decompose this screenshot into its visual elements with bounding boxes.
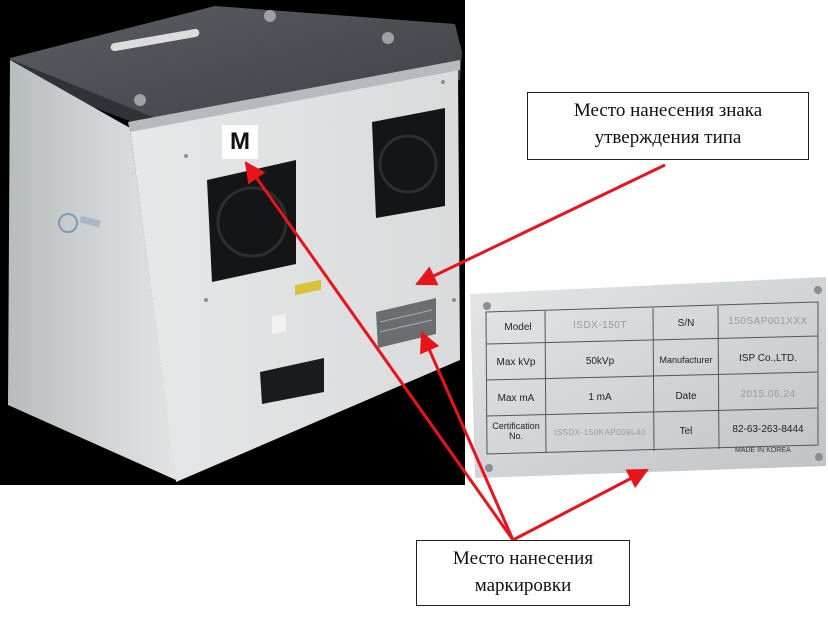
marker-label-m: M [222, 125, 258, 159]
plate-value-certification: ISSDX-150KAP009L40 [554, 428, 646, 437]
callout-marking-location: Место нанесения маркировки [416, 540, 630, 606]
nameplate-photo [470, 277, 826, 478]
fan-grille-right [372, 108, 445, 218]
callout-approval-line-1: Место нанесения знака [573, 100, 763, 121]
plate-label-certification: Certification No. [492, 421, 540, 441]
plate-value-max-kvp: 50kVp [585, 356, 615, 367]
marking-arrows [244, 161, 649, 542]
plate-value-date: 2015.06.24 [740, 389, 796, 400]
plate-label-max-ma: Max mA [497, 393, 535, 404]
approval-arrow [415, 163, 666, 286]
plate-label-sn: S/N [677, 318, 695, 329]
plate-label-tel: Tel [679, 426, 693, 437]
plate-label-model: Model [504, 322, 532, 333]
plate-footer-made-in: MADE IN KOREA [735, 447, 791, 454]
callout-marking-line-1: Место нанесения [452, 548, 594, 569]
callout-approval-mark: Место нанесения знака утверждения типа [527, 92, 809, 160]
plate-label-date: Date [675, 391, 697, 402]
plate-value-tel: 82-63-263-8444 [732, 424, 804, 435]
brand-logo [58, 213, 78, 233]
fan-grille-left [207, 160, 296, 282]
plate-label-max-kvp: Max kVp [496, 357, 536, 368]
plate-value-manufacturer: ISP Co.,LTD. [739, 353, 797, 364]
power-switch-panel [260, 358, 324, 404]
callout-marking-line-2: маркировки [474, 575, 572, 596]
plate-value-max-ma: 1 mA [588, 392, 612, 403]
callout-approval-line-2: утверждения типа [594, 127, 742, 148]
plate-value-model: ISDX-150T [573, 320, 627, 331]
cabinet-side-panel [8, 60, 176, 480]
plate-value-sn: 150SAP001XXX [728, 316, 808, 327]
plate-label-manufacturer: Manufacturer [659, 355, 713, 365]
